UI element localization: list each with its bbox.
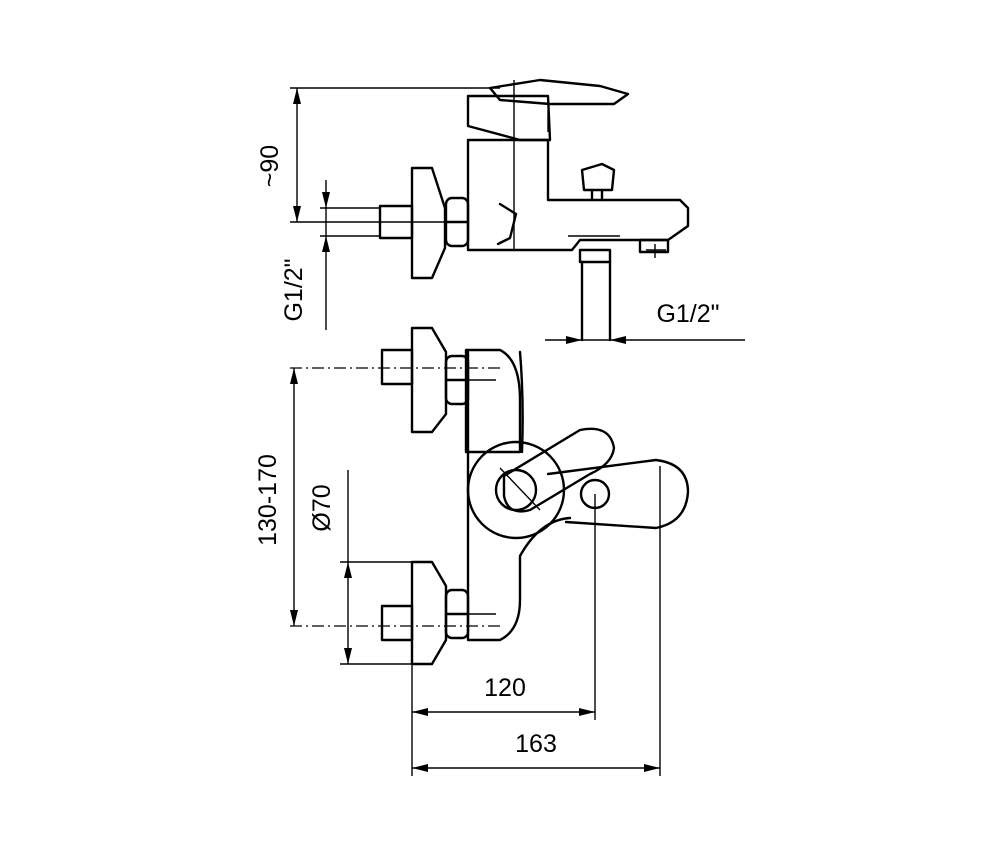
side-lever-handle: [488, 78, 630, 106]
label-rosette-diameter: Ø70: [308, 484, 336, 531]
side-wall-rosette: [410, 166, 447, 280]
label-inlet-spacing: 130-170: [254, 454, 282, 546]
dimension-inlet-thread: G1/2": [280, 180, 330, 330]
dimension-overall-depth: 163: [412, 466, 661, 776]
dimension-height-top: ~90: [256, 87, 500, 223]
label-overall-depth: 163: [515, 730, 557, 758]
label-inlet-thread: G1/2": [280, 258, 308, 321]
top-rosette-lower: [410, 560, 448, 666]
top-mixer-body: [464, 348, 522, 454]
top-rosette-upper: [410, 326, 448, 434]
top-inlet-lower: [380, 604, 414, 642]
side-outlet-connector: [578, 248, 612, 264]
label-outlet-thread: G1/2": [656, 300, 719, 328]
top-spout: [546, 458, 690, 530]
side-lever-cartridge: [466, 94, 552, 142]
label-handle-offset: 120: [484, 674, 526, 702]
side-view: ~90 G1/2" G1/2": [256, 78, 745, 344]
dimension-outlet-thread: G1/2": [545, 300, 745, 344]
top-lever-base: [466, 440, 566, 540]
dimension-handle-offset: 120: [411, 494, 596, 776]
dimension-rosette-diameter: Ø70: [308, 470, 412, 665]
side-diverter-knob: [580, 162, 616, 192]
top-inlet-upper: [380, 348, 414, 386]
dimension-inlet-spacing: 130-170: [254, 368, 298, 626]
top-view: 130-170 Ø70 120 163: [254, 326, 690, 776]
top-lever: [502, 427, 616, 513]
label-height-top: ~90: [256, 145, 284, 187]
side-mixer-body: [466, 138, 690, 252]
